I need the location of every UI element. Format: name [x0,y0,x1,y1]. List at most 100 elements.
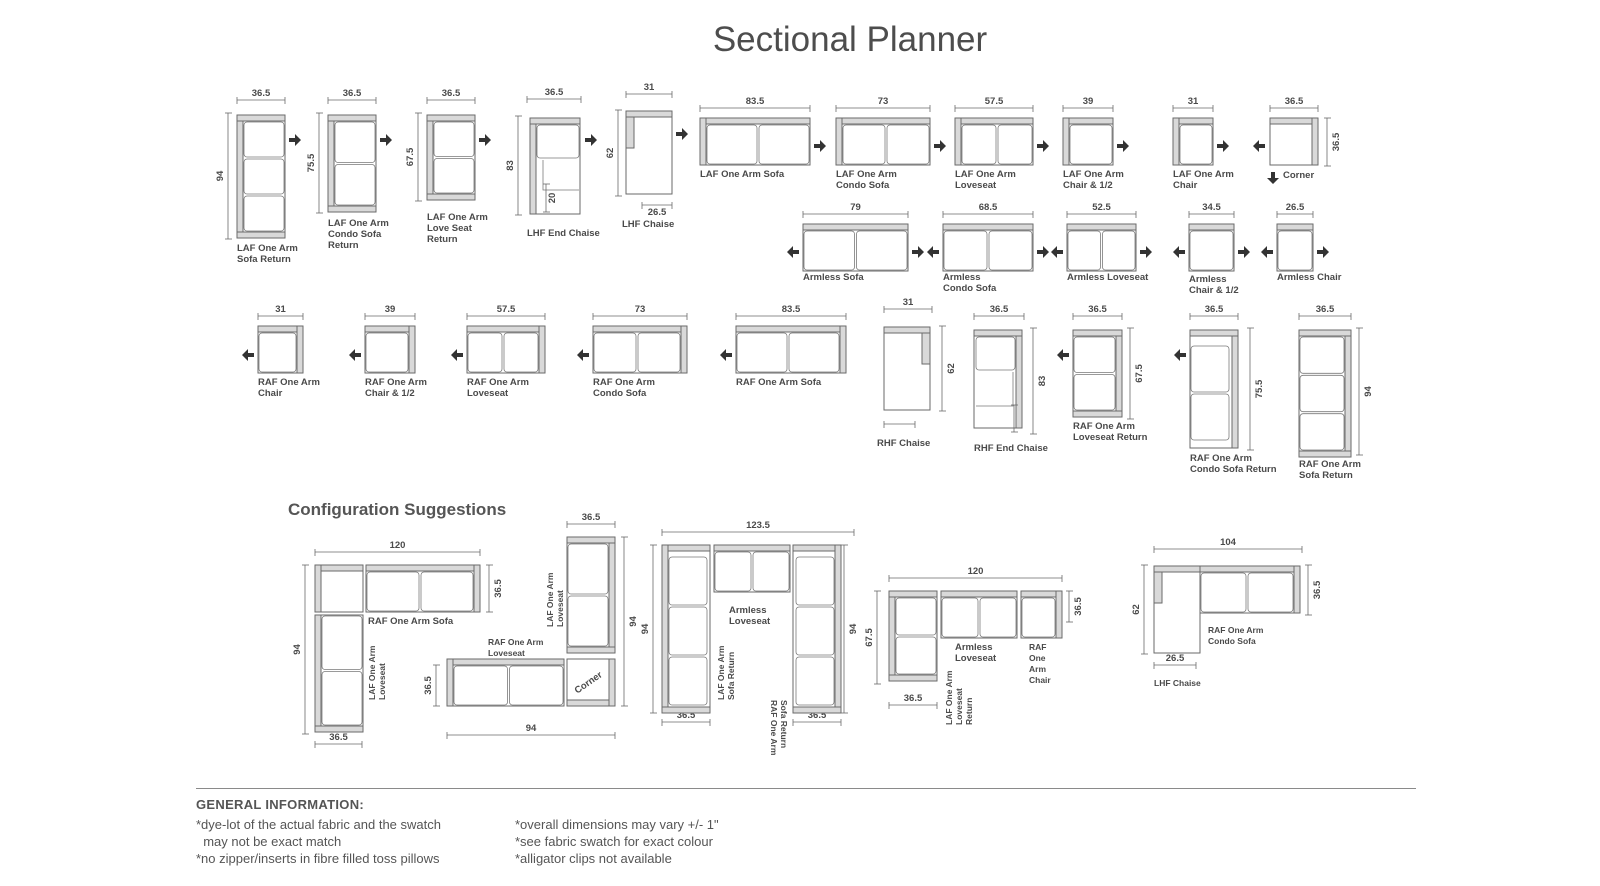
shape [529,117,581,125]
shape [1298,450,1352,458]
label-text: Condo Sofa [593,388,647,399]
shape [608,536,616,654]
shape [735,325,847,333]
shape [1115,329,1123,418]
label-text: RAF One Arm [1073,421,1135,432]
cushion [1190,393,1230,441]
label-text: Condo Sofa [943,283,997,294]
cushion [243,158,285,195]
shape [327,205,377,213]
label-text: Sofa Return [726,652,736,700]
dimension-label: 36.5 [343,88,362,99]
arrow-right-icon [479,134,491,146]
label-text: Return [328,240,359,251]
cushion [1299,413,1345,451]
general-information-heading: GENERAL INFORMATION: [196,797,365,812]
dimension-label: 36.5 [442,88,461,99]
cushion [1069,124,1113,165]
dimension-label: 62 [946,363,957,374]
arrow-left-icon [1174,349,1186,361]
label-text: Chair [258,388,283,399]
shape [566,536,616,544]
arrow-left-icon [927,246,939,258]
label-text: LHF Chaise [622,219,674,230]
dimension-label: 36.5 [1316,304,1335,315]
label-text: Armless [943,272,981,283]
dimension-label: 36.5 [990,304,1009,315]
cushion [433,121,475,157]
shape [888,674,938,682]
dimension-label: 26.5 [1286,202,1305,213]
shape [1153,565,1201,573]
shape [792,544,842,552]
shape [888,590,938,598]
cushion [453,665,508,706]
label-text: LAF One Arm [328,218,389,229]
cushion [509,665,564,706]
label-text: Chair & 1/2 [365,388,415,399]
dimension-label: 39 [1083,96,1094,107]
shape [1072,410,1123,418]
shape [954,117,962,166]
dimension-label: 94 [292,644,303,655]
label-text: Armless [955,642,993,653]
label-text: RHF Chaise [877,438,930,449]
label-text: Return [964,698,974,725]
shape [942,223,1034,231]
cushion [795,556,835,606]
arrow-right-icon [676,128,688,140]
shape [566,699,616,707]
shape [1188,223,1235,231]
dimension-label: 31 [644,82,655,93]
dimension-label: 73 [878,96,889,107]
shape [1269,117,1319,125]
label-text: LAF One Arm [955,169,1016,180]
shape [364,325,416,333]
shape [835,117,931,125]
label-text: Sofa Return [237,254,291,265]
dimension-label: 20 [547,193,558,204]
label-text: LAF One Arm [716,645,726,700]
general-notes-col-2: *overall dimensions may vary +/- 1" *see… [515,816,719,867]
dimension-label: 67.5 [405,147,416,166]
label-text: Loveseat [954,688,964,725]
label-text: Loveseat [955,180,997,191]
shape [466,325,546,333]
dimension-label: 62 [605,148,616,159]
dimension-label: 73 [635,304,646,315]
shape [713,544,791,552]
shape [1311,117,1319,166]
label-text: LAF One Arm Sofa [700,169,785,180]
dimension-label: 94 [526,723,537,734]
cushion [258,332,297,373]
label-text: Love Seat [427,223,473,234]
arrow-right-icon [1037,246,1049,258]
dimension-label: 36.5 [582,512,601,523]
shape [529,117,537,215]
shape [1276,223,1314,231]
shape [408,325,416,374]
dimension-label: 94 [640,623,651,634]
cushion [795,606,835,656]
shape [296,325,304,374]
label-text: LAF One Arm [1063,169,1124,180]
shape [883,326,931,334]
arrow-left-icon [1057,349,1069,361]
shape [566,658,616,707]
cushion [1190,345,1230,393]
dimension-label: 94 [215,170,226,181]
shape [314,564,364,572]
arrow-left-icon [1173,246,1185,258]
shape [473,564,481,613]
shape [954,117,1034,125]
dimension-label: 83.5 [746,96,765,107]
cushion [420,571,474,612]
